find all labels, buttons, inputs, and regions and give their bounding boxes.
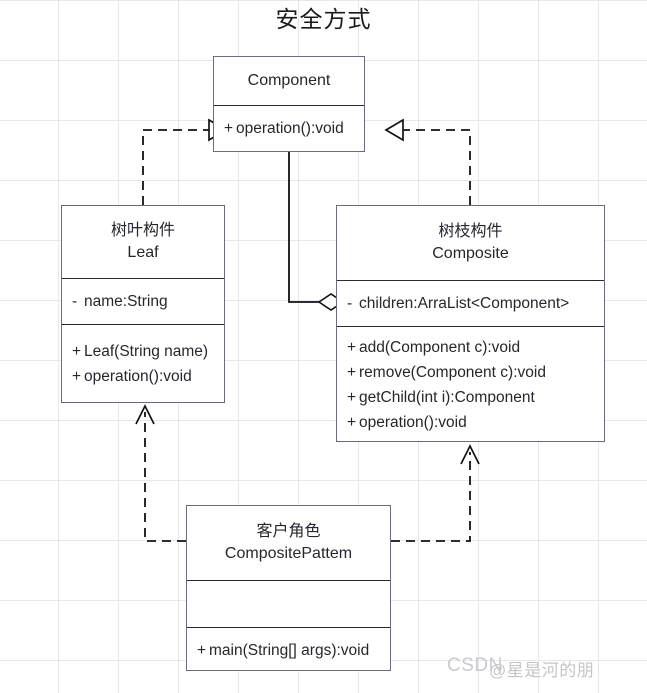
realization-composite-to-component (384, 118, 471, 205)
aggregation-composite-to-component (288, 152, 345, 311)
member-row: +Leaf(String name) (62, 339, 224, 364)
component-methods-compartment: +operation():void (214, 105, 364, 151)
hollow-triangle-arrowhead (384, 118, 404, 142)
member-row: -name:String (62, 289, 224, 314)
class-box-client[interactable]: 客户角色 CompositePattem +main(String[] args… (186, 505, 391, 671)
client-name-compartment: 客户角色 CompositePattem (187, 506, 390, 580)
leaf-name-en: Leaf (127, 244, 159, 261)
member-signature: Leaf(String name) (84, 342, 209, 360)
member-row: +operation():void (337, 410, 604, 435)
visibility-marker: + (224, 120, 234, 137)
composite-class-name: 树枝构件 Composite (337, 221, 604, 265)
member-row: +remove(Component c):void (337, 360, 604, 385)
composite-name-en: Composite (432, 245, 509, 262)
leaf-class-name: 树叶构件 Leaf (62, 220, 224, 264)
csdn-watermark: CSDN @星是河的朋 (447, 655, 594, 680)
visibility-marker: + (347, 339, 357, 356)
member-row: +operation():void (214, 116, 364, 141)
visibility-marker: + (197, 641, 207, 659)
visibility-marker: + (347, 414, 357, 431)
client-attributes-compartment (187, 580, 390, 627)
member-row: +operation():void (62, 364, 224, 389)
composite-name-cn: 树枝构件 (438, 223, 503, 240)
member-signature: operation():void (84, 367, 192, 385)
client-name-cn: 客户角色 (256, 523, 321, 540)
component-name-compartment: Component (214, 57, 364, 105)
dependency-client-to-composite (391, 444, 480, 542)
watermark-brand: CSDN (447, 655, 503, 676)
dependency-client-to-leaf (135, 404, 186, 542)
member-signature: operation():void (236, 120, 344, 137)
page-title: 安全方式 (275, 6, 372, 32)
component-class-name: Component (214, 70, 364, 92)
member-signature: main(String[] args):void (209, 641, 370, 659)
member-signature: operation():void (359, 414, 467, 431)
class-box-component[interactable]: Component +operation():void (213, 56, 365, 152)
leaf-name-cn: 树叶构件 (110, 222, 175, 239)
visibility-marker: + (347, 364, 357, 381)
member-signature: children:ArraList<Component> (359, 295, 570, 312)
leaf-methods-compartment: +Leaf(String name) +operation():void (62, 324, 224, 402)
watermark-handle: @星是河的朋 (489, 661, 595, 680)
open-arrowhead (460, 444, 480, 465)
client-class-name: 客户角色 CompositePattem (187, 521, 390, 565)
visibility-marker: - (347, 295, 353, 312)
member-signature: remove(Component c):void (359, 364, 546, 381)
composite-attributes-compartment: -children:ArraList<Component> (337, 280, 604, 326)
client-name-en: CompositePattem (224, 545, 353, 562)
visibility-marker: + (72, 342, 82, 360)
member-signature: getChild(int i):Component (359, 389, 535, 406)
composite-name-compartment: 树枝构件 Composite (337, 206, 604, 280)
class-box-composite[interactable]: 树枝构件 Composite -children:ArraList<Compon… (336, 205, 605, 442)
open-arrowhead (135, 404, 155, 425)
leaf-attributes-compartment: -name:String (62, 278, 224, 324)
composite-methods-compartment: +add(Component c):void +remove(Component… (337, 326, 604, 443)
client-methods-compartment: +main(String[] args):void (187, 627, 390, 672)
class-box-leaf[interactable]: 树叶构件 Leaf -name:String +Leaf(String name… (61, 205, 225, 403)
visibility-marker: - (72, 293, 78, 310)
member-row: +add(Component c):void (337, 335, 604, 360)
member-signature: name:String (84, 293, 168, 310)
member-row: +main(String[] args):void (187, 638, 390, 663)
leaf-name-compartment: 树叶构件 Leaf (62, 206, 224, 278)
visibility-marker: + (72, 367, 82, 385)
visibility-marker: + (347, 389, 357, 406)
component-name-en: Component (247, 72, 331, 89)
member-row: -children:ArraList<Component> (337, 291, 604, 316)
member-signature: add(Component c):void (359, 339, 521, 356)
member-row: +getChild(int i):Component (337, 385, 604, 410)
